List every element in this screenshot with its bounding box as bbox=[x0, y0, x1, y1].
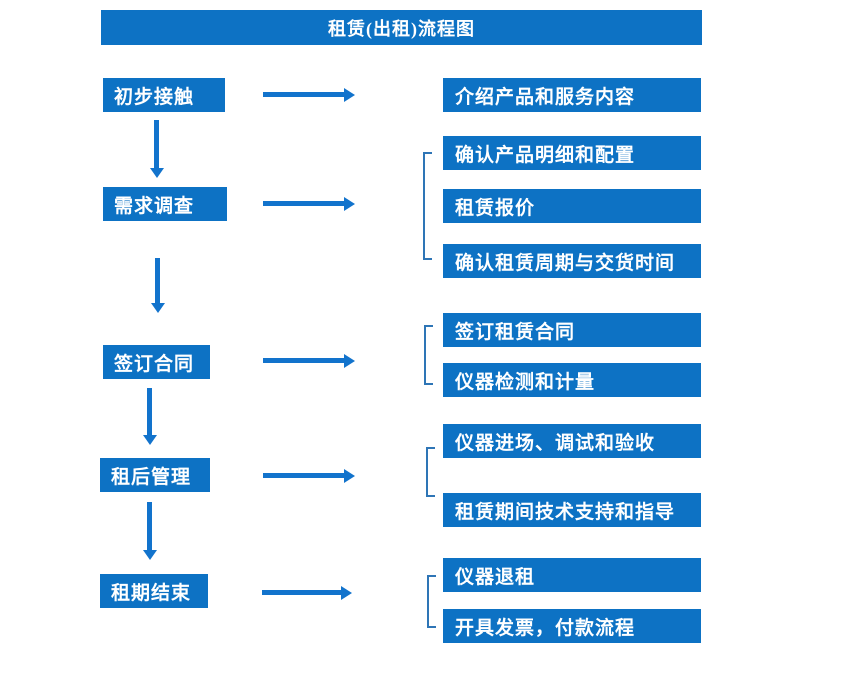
output-box-instrument-return: 仪器退租 bbox=[443, 558, 701, 592]
stage-box-initial-contact: 初步接触 bbox=[103, 78, 225, 112]
arrow-down-icon bbox=[143, 388, 157, 445]
arrow-right-icon bbox=[263, 88, 355, 102]
arrow-right-icon bbox=[263, 354, 355, 368]
flowchart-title: 租赁(出租)流程图 bbox=[101, 10, 702, 45]
output-box-confirm-period: 确认租赁周期与交货时间 bbox=[443, 244, 701, 278]
group-bracket-icon bbox=[424, 325, 433, 385]
arrow-right-icon bbox=[262, 586, 352, 600]
stage-box-post-rental: 租后管理 bbox=[100, 458, 210, 492]
arrow-down-icon bbox=[143, 502, 157, 560]
arrow-right-icon bbox=[263, 197, 355, 211]
output-box-introduce-products: 介绍产品和服务内容 bbox=[443, 78, 701, 112]
arrow-down-icon bbox=[150, 120, 164, 178]
stage-box-rental-end: 租期结束 bbox=[100, 574, 208, 608]
output-box-instrument-testing: 仪器检测和计量 bbox=[443, 363, 701, 397]
group-bracket-icon bbox=[427, 575, 436, 628]
output-box-instrument-setup: 仪器进场、调试和验收 bbox=[443, 424, 701, 458]
output-box-tech-support: 租赁期间技术支持和指导 bbox=[443, 493, 701, 527]
stage-box-demand-survey: 需求调查 bbox=[103, 187, 227, 221]
arrow-down-icon bbox=[151, 258, 165, 313]
group-bracket-icon bbox=[426, 447, 435, 497]
output-box-invoice-payment: 开具发票，付款流程 bbox=[443, 609, 701, 643]
output-box-rental-quote: 租赁报价 bbox=[443, 189, 701, 223]
output-box-confirm-details: 确认产品明细和配置 bbox=[443, 136, 701, 170]
stage-box-sign-contract: 签订合同 bbox=[103, 345, 210, 379]
arrow-right-icon bbox=[263, 469, 355, 483]
group-bracket-icon bbox=[423, 152, 432, 260]
output-box-sign-rental-contract: 签订租赁合同 bbox=[443, 313, 701, 347]
